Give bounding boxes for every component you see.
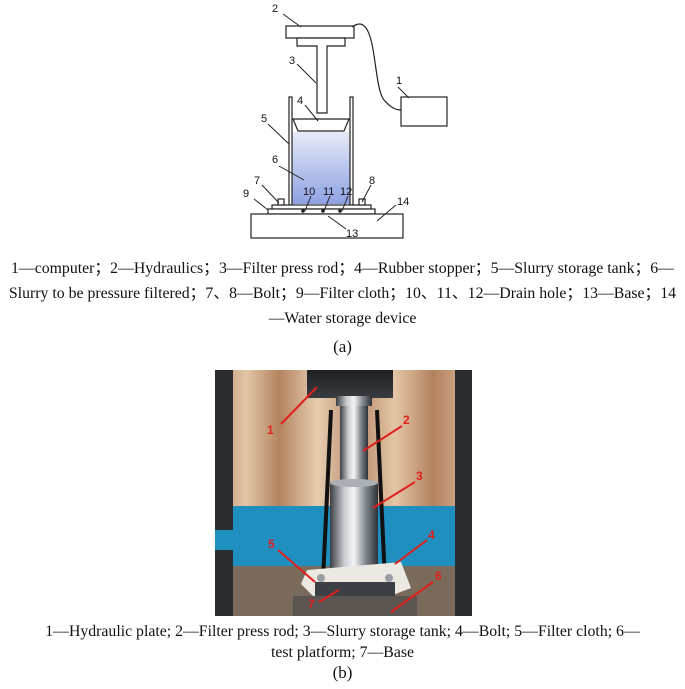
figure-b-label: (b) xyxy=(332,663,353,682)
water-storage-device xyxy=(250,213,404,239)
callout-7: 7 xyxy=(254,175,260,187)
photo-callout-6: 6 xyxy=(435,569,442,583)
photo-callout-4: 4 xyxy=(428,528,435,542)
piston-rod-photo xyxy=(340,398,368,484)
photo-callout-1: 1 xyxy=(267,423,274,437)
machine-column-right xyxy=(455,370,472,616)
machine-column-left xyxy=(215,370,233,616)
apparatus-photo: 1 2 3 4 5 6 7 xyxy=(215,370,472,616)
figure-b-caption: 1—Hydraulic plate; 2—Filter press rod; 3… xyxy=(45,623,640,661)
rubber-stopper xyxy=(292,118,350,132)
tank-wall-left xyxy=(288,96,293,206)
drain-hole xyxy=(338,209,342,213)
callout-12: 12 xyxy=(340,186,352,198)
photo-callout-3: 3 xyxy=(416,469,423,483)
callout-1: 1 xyxy=(396,75,402,87)
hydraulic-plate-photo xyxy=(307,370,393,398)
photo-callout-7: 7 xyxy=(308,597,315,611)
filter-press-rod xyxy=(296,37,346,114)
callout-2: 2 xyxy=(272,3,278,15)
figure-a-label: (a) xyxy=(333,337,352,356)
computer-box xyxy=(400,96,448,127)
callout-14: 14 xyxy=(397,196,409,208)
base-photo xyxy=(315,582,395,596)
callout-5: 5 xyxy=(261,113,267,125)
hydraulic-plate xyxy=(285,25,355,39)
callout-6: 6 xyxy=(272,154,278,166)
cable xyxy=(351,23,402,111)
callout-13: 13 xyxy=(346,228,358,240)
filter-plate-top xyxy=(271,204,372,210)
drain-hole xyxy=(301,209,305,213)
figure-a-caption: 1—computer；2—Hydraulics；3—Filter press r… xyxy=(8,260,677,327)
callout-10: 10 xyxy=(303,186,315,198)
callout-11: 11 xyxy=(323,186,334,198)
callout-3: 3 xyxy=(289,55,295,67)
photo-callout-2: 2 xyxy=(403,413,410,427)
photo-callout-5: 5 xyxy=(268,537,275,551)
callout-8: 8 xyxy=(369,175,375,187)
callout-9: 9 xyxy=(243,188,249,200)
slurry-fill xyxy=(292,132,350,204)
bolt-left xyxy=(277,198,285,206)
callout-4: 4 xyxy=(297,95,303,107)
schematic-diagram: 1 2 3 4 5 6 7 8 9 10 11 12 13 14 xyxy=(243,3,448,240)
